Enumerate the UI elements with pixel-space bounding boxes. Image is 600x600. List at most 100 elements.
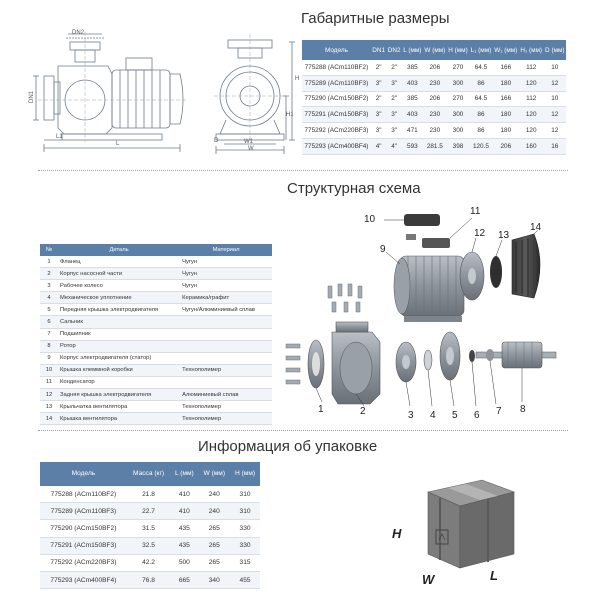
packaging-cell: 775293 (ACm400BF4) — [40, 571, 127, 590]
parts-cell: 13 — [40, 400, 58, 414]
packaging-cell: 775292 (ACm220BF3) — [40, 554, 127, 572]
dimensions-header: D (мм) — [543, 40, 566, 60]
structure-title: Структурная схема — [287, 180, 421, 197]
parts-cell: Алюминиевый сплав — [180, 388, 272, 402]
box-width-label: W — [422, 572, 435, 587]
parts-cell: 11 — [40, 376, 58, 390]
parts-cell — [180, 352, 272, 365]
box-height-label: H — [392, 526, 402, 541]
callout-12: 12 — [474, 228, 486, 239]
dimensions-cell: 281.5 — [422, 138, 447, 155]
dimensions-cell: 403 — [401, 106, 423, 124]
packaging-cell: 315 — [230, 554, 260, 572]
dimensions-cell: 206 — [422, 60, 447, 76]
parts-cell: Чугун/Алюминиевый сплав — [180, 303, 272, 317]
callout-3: 3 — [408, 410, 414, 421]
parts-cell — [180, 340, 272, 353]
dimensions-cell: 775292 (ACm220BF3) — [302, 122, 371, 139]
dimensions-cell: 300 — [446, 106, 470, 124]
parts-cell: Технополимер — [180, 400, 272, 414]
dimensions-cell: 120 — [518, 75, 544, 92]
dimensions-cell: 206 — [492, 138, 519, 155]
parts-cell: Крыльчатка вентилятора — [58, 400, 181, 414]
packaging-cell: 775291 (ACm150BF3) — [40, 537, 127, 555]
packaging-cell: 775290 (ACm150BF2) — [40, 519, 127, 538]
dimensions-cell: 775291 (ACm150BF3) — [302, 106, 371, 124]
dimensions-header: W (мм) — [422, 40, 447, 60]
packaging-cell: 410 — [170, 486, 199, 504]
parts-cell: Передняя крышка электродвигателя — [58, 303, 181, 317]
parts-cell: Чугун — [180, 267, 272, 281]
dimensions-header: H (мм) — [446, 40, 470, 60]
parts-cell: Корпус электродвигателя (статор) — [58, 352, 181, 365]
parts-cell: Крышка клеммной коробки — [58, 364, 181, 377]
dimensions-cell: 4" — [386, 138, 402, 155]
parts-cell: 9 — [40, 352, 58, 365]
dimensions-header: L (мм) — [401, 40, 423, 60]
dimensions-cell: 166 — [492, 60, 519, 76]
packaging-cell: 22.7 — [126, 502, 171, 521]
parts-cell: Крышка вентилятора — [58, 412, 181, 426]
packaging-cell: 265 — [198, 554, 231, 572]
dimensions-cell: 12 — [543, 106, 566, 124]
parts-cell: Фланец — [58, 256, 181, 269]
dimensions-cell: 86 — [469, 106, 493, 124]
parts-cell — [180, 315, 272, 329]
parts-cell — [180, 328, 272, 341]
parts-cell: 1 — [40, 256, 58, 269]
parts-cell: Конденсатор — [58, 376, 181, 390]
callout-7: 7 — [496, 406, 502, 417]
parts-cell: Рабочее колесо — [58, 279, 181, 293]
dimensions-cell: 593 — [401, 138, 423, 155]
dimensions-cell: 3" — [370, 122, 387, 139]
callout-13: 13 — [498, 230, 510, 241]
dimensions-cell: 2" — [370, 91, 387, 108]
dimensions-cell: 12 — [543, 75, 566, 92]
dimensions-cell: 471 — [401, 122, 423, 139]
parts-cell: Технополимер — [180, 364, 272, 377]
callout-2: 2 — [360, 406, 366, 417]
dimensions-cell: 64.5 — [469, 91, 493, 108]
packaging-cell: 775289 (ACm110BF3) — [40, 502, 127, 521]
parts-header-part: Деталь — [58, 244, 181, 256]
dimensions-cell: 86 — [469, 122, 493, 139]
parts-cell: Задняя крышка электродвигателя — [58, 388, 181, 402]
h-label: H — [295, 76, 300, 82]
parts-cell: 5 — [40, 303, 58, 317]
dimensions-cell: 385 — [401, 60, 423, 76]
exploded-view-illustration — [285, 214, 557, 407]
dimensions-cell: 3" — [386, 122, 402, 139]
parts-cell: Корпус насосной части — [58, 267, 181, 281]
dimensions-cell: 160 — [518, 138, 544, 155]
packaging-title: Информация об упаковке — [198, 438, 378, 455]
dimensions-cell: 10 — [543, 91, 566, 108]
dn1-label: DN1 — [29, 90, 36, 104]
parts-cell: 8 — [40, 340, 58, 353]
section-divider — [38, 170, 568, 171]
packaging-cell: 76.8 — [126, 571, 171, 590]
callout-6: 6 — [474, 410, 480, 421]
parts-header-no: № — [40, 244, 58, 256]
parts-cell: 12 — [40, 388, 58, 402]
callout-8: 8 — [520, 404, 526, 415]
dimensions-cell: 166 — [492, 91, 519, 108]
dimensions-cell: 206 — [422, 91, 447, 108]
dimensions-cell: 300 — [446, 122, 470, 139]
dimensions-cell: 3" — [386, 75, 402, 92]
dimensions-cell: 775290 (ACm150BF2) — [302, 91, 371, 108]
packaging-cell: 455 — [230, 571, 260, 590]
